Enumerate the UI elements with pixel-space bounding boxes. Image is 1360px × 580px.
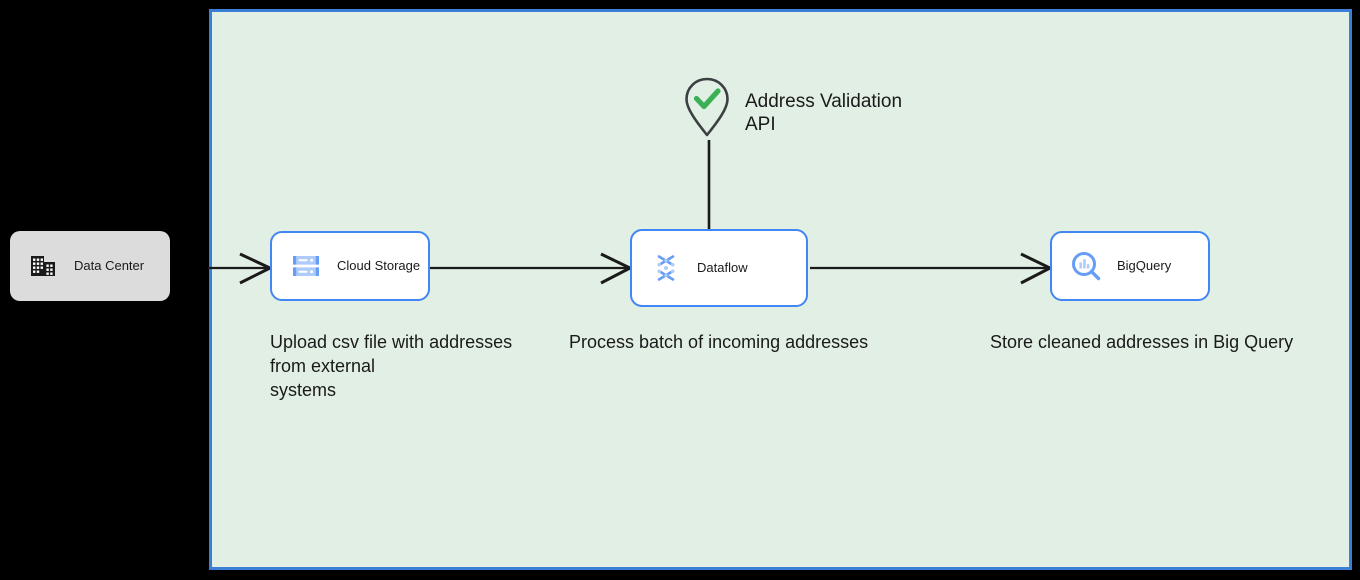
node-label-dataflow: Dataflow xyxy=(697,260,748,276)
caption-upload-csv: Upload csv file with addresses from exte… xyxy=(270,332,513,400)
node-cloud-storage[interactable]: Cloud Storage xyxy=(270,231,430,301)
node-label-address-validation-api: Address Validation API xyxy=(745,91,903,136)
node-label-data-center: Data Center xyxy=(74,258,145,274)
node-bigquery[interactable]: BigQuery xyxy=(1050,231,1210,301)
cloud-storage-icon xyxy=(289,249,323,283)
bigquery-icon xyxy=(1069,249,1103,283)
dataflow-icon xyxy=(649,251,683,285)
node-dataflow[interactable]: Dataflow xyxy=(630,229,808,307)
node-address-validation-api[interactable]: Address Validation API xyxy=(683,76,902,138)
node-label-cloud-storage: Cloud Storage xyxy=(337,258,421,274)
node-label-bigquery: BigQuery xyxy=(1117,258,1172,274)
map-pin-check-icon xyxy=(683,76,731,138)
data-center-building-icon xyxy=(28,251,58,281)
node-data-center[interactable]: Data Center xyxy=(10,231,170,301)
caption-process-batch: Process batch of incoming addresses xyxy=(569,332,869,352)
caption-store-cleaned: Store cleaned addresses in Big Query xyxy=(990,332,1294,352)
